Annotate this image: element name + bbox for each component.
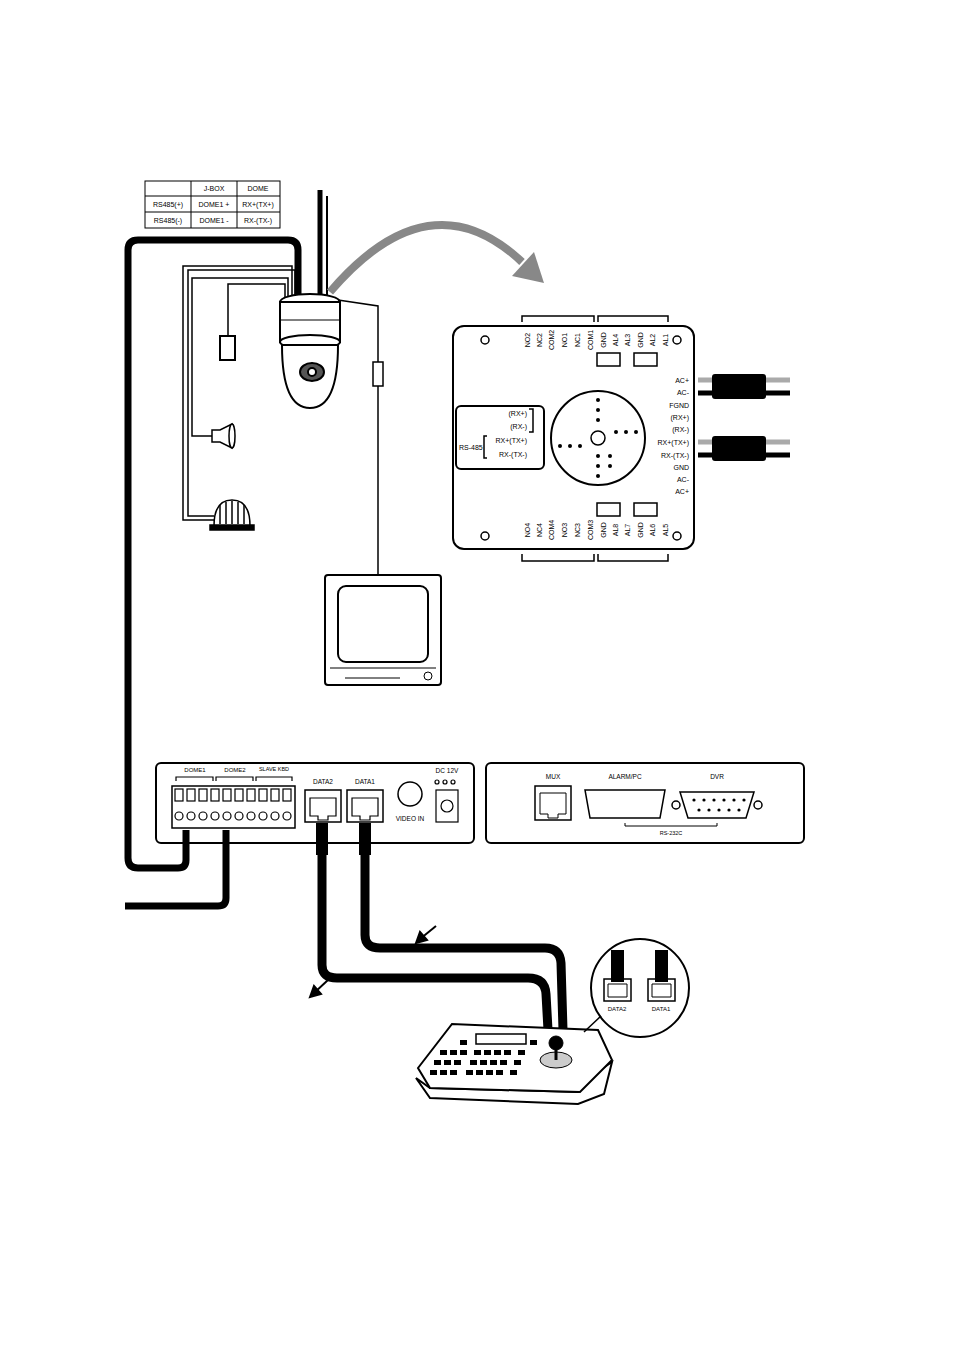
- inset-plugs: [611, 950, 668, 982]
- pin-label: RX-(TX-): [499, 451, 527, 458]
- pin-label: AL5: [662, 524, 669, 536]
- rs485-cable: [125, 240, 298, 906]
- keyboard-data-cable: [322, 855, 563, 1030]
- port-label: DATA2: [608, 1006, 626, 1012]
- pin-label: AC+: [675, 377, 689, 384]
- pin-label: NO1: [561, 333, 568, 347]
- alarm-speaker: [210, 500, 254, 530]
- port-label: DOME1: [184, 767, 205, 773]
- pin-label: AL2: [649, 334, 656, 346]
- table-cell: RS485(-): [154, 217, 182, 224]
- pin-label: COM2: [548, 330, 555, 350]
- table-cell: J-BOX: [204, 185, 225, 192]
- pin-label: NC1: [574, 333, 581, 347]
- table-cell: RS485(+): [153, 201, 183, 208]
- pin-label: AL1: [662, 334, 669, 346]
- pin-label: AC+: [675, 488, 689, 495]
- table-cell: RX-(TX-): [244, 217, 272, 224]
- rear-panel: MUX ALARM/PC DVR RS-232C: [485, 762, 805, 844]
- port-label: DATA2: [313, 779, 333, 786]
- port-label: MUX: [546, 774, 560, 781]
- pin-label: GND: [637, 332, 644, 348]
- port-label: VIDEO IN: [395, 816, 425, 823]
- control-keyboard: [416, 1024, 612, 1104]
- pin-label: RX+(TX+): [657, 439, 689, 446]
- pin-label: RX-(TX-): [661, 452, 689, 459]
- dsub-pins: [692, 798, 745, 811]
- pin-label: AL6: [649, 524, 656, 536]
- pin-label: NO4: [524, 523, 531, 537]
- video-cable: [338, 300, 383, 575]
- keyboard-keys: [430, 1040, 537, 1075]
- junction-box-panel: DOME1 DOME2 SLAVE KBD DATA2 DATA1VIDEO IN DC …: [155, 762, 475, 844]
- port-label: RS-232C: [660, 831, 683, 837]
- pin-label: NC4: [536, 523, 543, 537]
- pin-label: AL3: [624, 334, 631, 346]
- port-label: ALARM/PC: [608, 774, 641, 781]
- pin-label: COM4: [548, 520, 555, 540]
- port-label: DC 12V: [436, 768, 459, 775]
- pin-label: GND: [600, 522, 607, 538]
- rear-panel-internals: [535, 786, 762, 826]
- table-cell: DOME: [248, 185, 269, 192]
- pin-label: NC3: [574, 523, 581, 537]
- table-cell: DOME1 +: [199, 201, 230, 208]
- port-label: DVR: [710, 774, 724, 781]
- pin-label: GND: [637, 522, 644, 538]
- pin-label: GND: [673, 464, 689, 471]
- pin-label: NC2: [536, 333, 543, 347]
- pin-label: AC-: [677, 389, 689, 396]
- pin-label: AL4: [612, 334, 619, 346]
- power-and-data-leads: [698, 374, 790, 461]
- port-label: SLAVE KBD: [259, 767, 289, 773]
- table-cell: RX+(TX+): [242, 201, 274, 208]
- inset-ports: [604, 979, 675, 1001]
- sensor-box: [220, 336, 235, 360]
- siren-horn: [212, 424, 235, 448]
- rs485-terminal-block: (RX+) (RX-) RS-485 RX+(TX+) RX-(TX-): [455, 405, 545, 470]
- pin-label: RX+(TX+): [495, 437, 527, 444]
- rj-plugs: [316, 823, 371, 855]
- board-internals: [481, 316, 681, 561]
- zoom-arrow: [330, 225, 544, 292]
- inset-leader: [584, 1016, 601, 1032]
- pin-label: (RX-): [672, 426, 689, 433]
- port-label: DATA1: [355, 779, 375, 786]
- board-pins: [558, 398, 638, 478]
- dome-cable: [320, 190, 327, 298]
- pin-label: AC-: [677, 476, 689, 483]
- pin-label: FGND: [669, 402, 689, 409]
- alarm-wires: [183, 266, 295, 520]
- pin-label: GND: [600, 332, 607, 348]
- keyboard-port-inset: DATA2 DATA1: [590, 938, 690, 1038]
- pin-label: NO2: [524, 333, 531, 347]
- pin-label: AL7: [624, 524, 631, 536]
- pin-label: (RX-): [510, 423, 527, 430]
- table-cell: DOME1 -: [199, 217, 228, 224]
- video-monitor: [325, 575, 441, 685]
- pin-label: COM1: [587, 330, 594, 350]
- pin-label: COM3: [587, 520, 594, 540]
- jbox-internals: [172, 777, 458, 828]
- port-label: DATA1: [652, 1006, 670, 1012]
- connection-table: [145, 181, 280, 228]
- pointer-arrows: [310, 926, 436, 997]
- speed-dome-camera: [280, 294, 340, 408]
- pin-label: AL8: [612, 524, 619, 536]
- pin-label: NO3: [561, 523, 568, 537]
- pin-label: (RX+): [671, 414, 689, 421]
- terminal-board: NO2NC2COM2NO1NC1COM1GNDAL4AL3GNDAL2AL1AC…: [452, 325, 695, 550]
- pin-label: RS-485: [459, 444, 483, 451]
- pin-label: (RX+): [509, 410, 527, 417]
- port-label: DOME2: [224, 767, 245, 773]
